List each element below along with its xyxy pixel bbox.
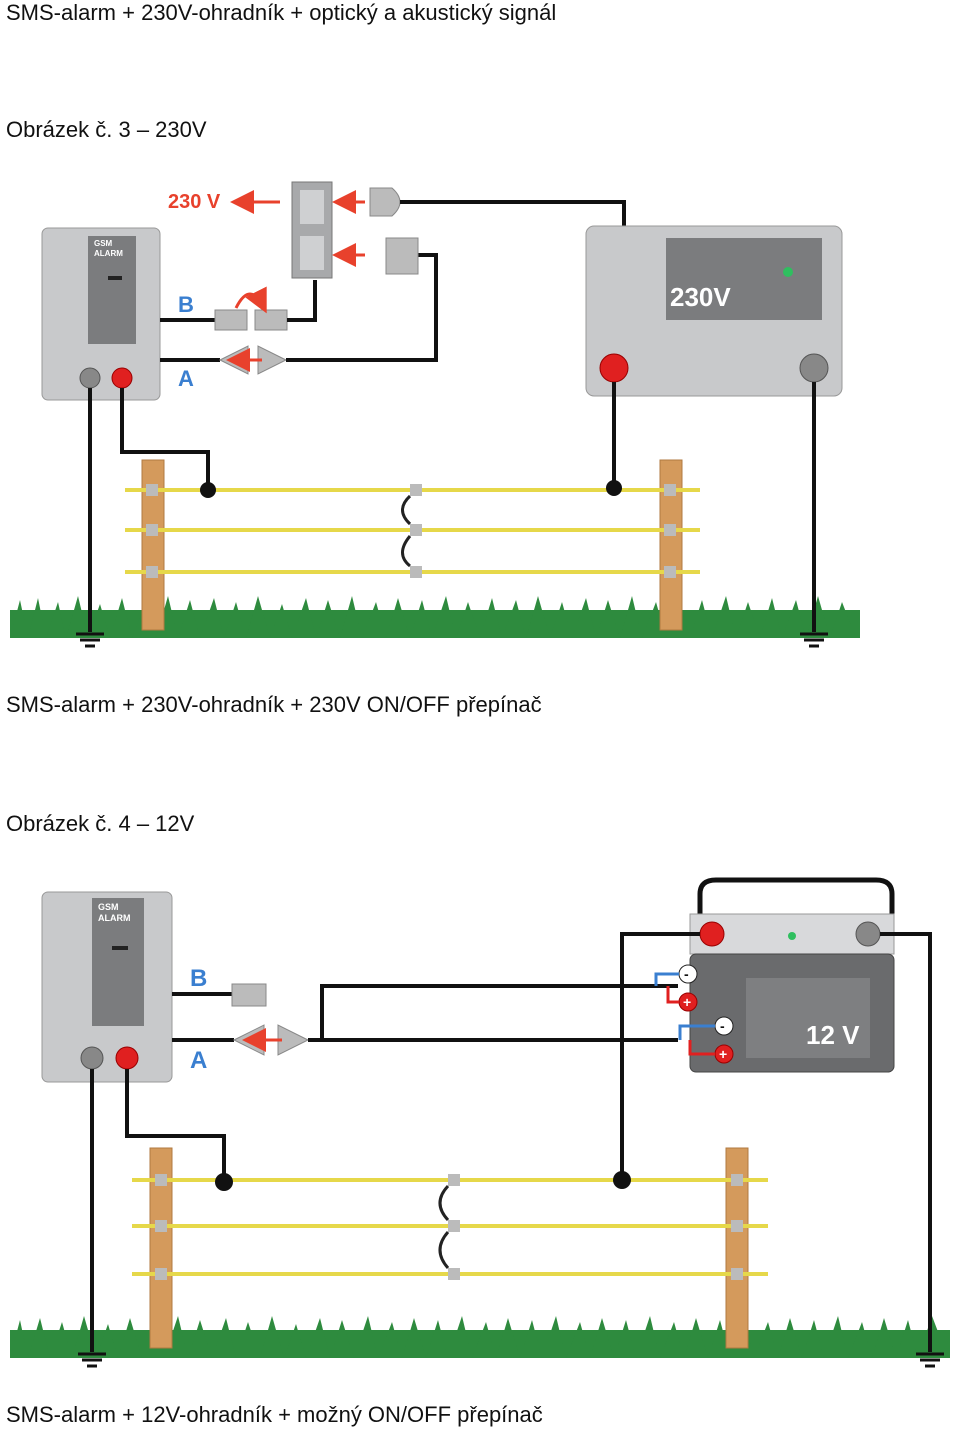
rotate-arrow-icon [234, 286, 267, 314]
gsm-fence-contact-2 [215, 1173, 233, 1191]
terminal-a-label-2: A [190, 1047, 207, 1074]
figure-3-caption: Obrázek č. 3 – 230V [6, 117, 207, 142]
battery-label: 12 V [806, 1020, 860, 1050]
gsm-panel-2 [92, 898, 144, 1026]
terminal-b-label-2: B [190, 965, 207, 992]
power-led-2 [788, 932, 796, 940]
energizer-fence-contact-2 [613, 1171, 631, 1189]
gsm-live-terminal-2 [115, 1046, 139, 1070]
gsm-ground-terminal [79, 367, 101, 389]
battery-terminals [678, 964, 734, 1064]
gsm-live-terminal [111, 367, 133, 389]
ground-symbol-left-2 [78, 1352, 106, 1368]
figure-4-diagram: GSM ALARM B A 12 V - + - + [10, 877, 950, 1368]
minus-sign-2: - [720, 1018, 725, 1034]
fence-post-right-2 [725, 1147, 749, 1349]
battery-display [746, 978, 870, 1058]
gsm-label: GSM [94, 239, 113, 248]
plus-sign-1: + [683, 994, 691, 1010]
figure-4-title: SMS-alarm + 12V-ohradník + možný ON/OFF … [6, 1402, 543, 1427]
ground-symbol-left [76, 632, 104, 648]
figure-3-title: SMS-alarm + 230V-ohradník + 230V ON/OFF … [6, 692, 542, 717]
energizer-live-terminal [599, 353, 629, 383]
gsm-wires [88, 388, 210, 632]
alarm-label: ALARM [94, 249, 123, 258]
energizer-ground-terminal [799, 353, 829, 383]
gsm-label-2: GSM [98, 902, 119, 912]
fence-post-right [659, 459, 683, 631]
battery-handle [697, 877, 895, 914]
energizer-fence-contact [606, 480, 622, 496]
power-plug [369, 187, 401, 217]
energizer-ground-terminal-2 [855, 921, 881, 947]
wire-connectors [401, 494, 412, 568]
terminal-b-label: B [178, 292, 194, 317]
gsm-slot [108, 276, 122, 280]
plus-sign-2: + [719, 1046, 727, 1062]
b-connector-right [254, 309, 288, 331]
b-connector-2 [231, 983, 267, 1007]
fence-post-left [141, 459, 165, 631]
ground-symbol-right-2 [916, 1352, 944, 1368]
voltage-arrow-label: 230 V [168, 191, 221, 213]
figure-3-diagram: GSM ALARM B A 230 V 230V [10, 181, 860, 648]
wire-insulators-2 [155, 1174, 743, 1280]
a-plug-right [257, 345, 288, 375]
minus-sign-1: - [684, 966, 689, 982]
wire-connectors-2 [438, 1184, 450, 1269]
b-connector-left [214, 309, 248, 331]
energizer-display [666, 238, 822, 320]
grass-strip [10, 596, 860, 638]
gsm-panel [88, 236, 136, 344]
gsm-fence-contact [200, 482, 216, 498]
wire-insulators [146, 484, 676, 578]
adapter-plug [385, 237, 419, 275]
gsm-ground-terminal-2 [80, 1046, 104, 1070]
page-heading: SMS-alarm + 230V-ohradník + optický a ak… [6, 0, 557, 25]
gsm-wires-2 [90, 1069, 226, 1352]
energizer-label: 230V [670, 282, 731, 312]
ground-symbol-right [800, 632, 828, 648]
alarm-label-2: ALARM [98, 913, 131, 923]
a-plug-right-2 [277, 1024, 310, 1056]
figure-4-caption: Obrázek č. 4 – 12V [6, 811, 195, 836]
fence-post-left-2 [149, 1147, 173, 1349]
power-led [783, 267, 793, 277]
gsm-slot-2 [112, 946, 128, 950]
terminal-a-label: A [178, 366, 194, 391]
energizer-live-terminal-2 [699, 921, 725, 947]
